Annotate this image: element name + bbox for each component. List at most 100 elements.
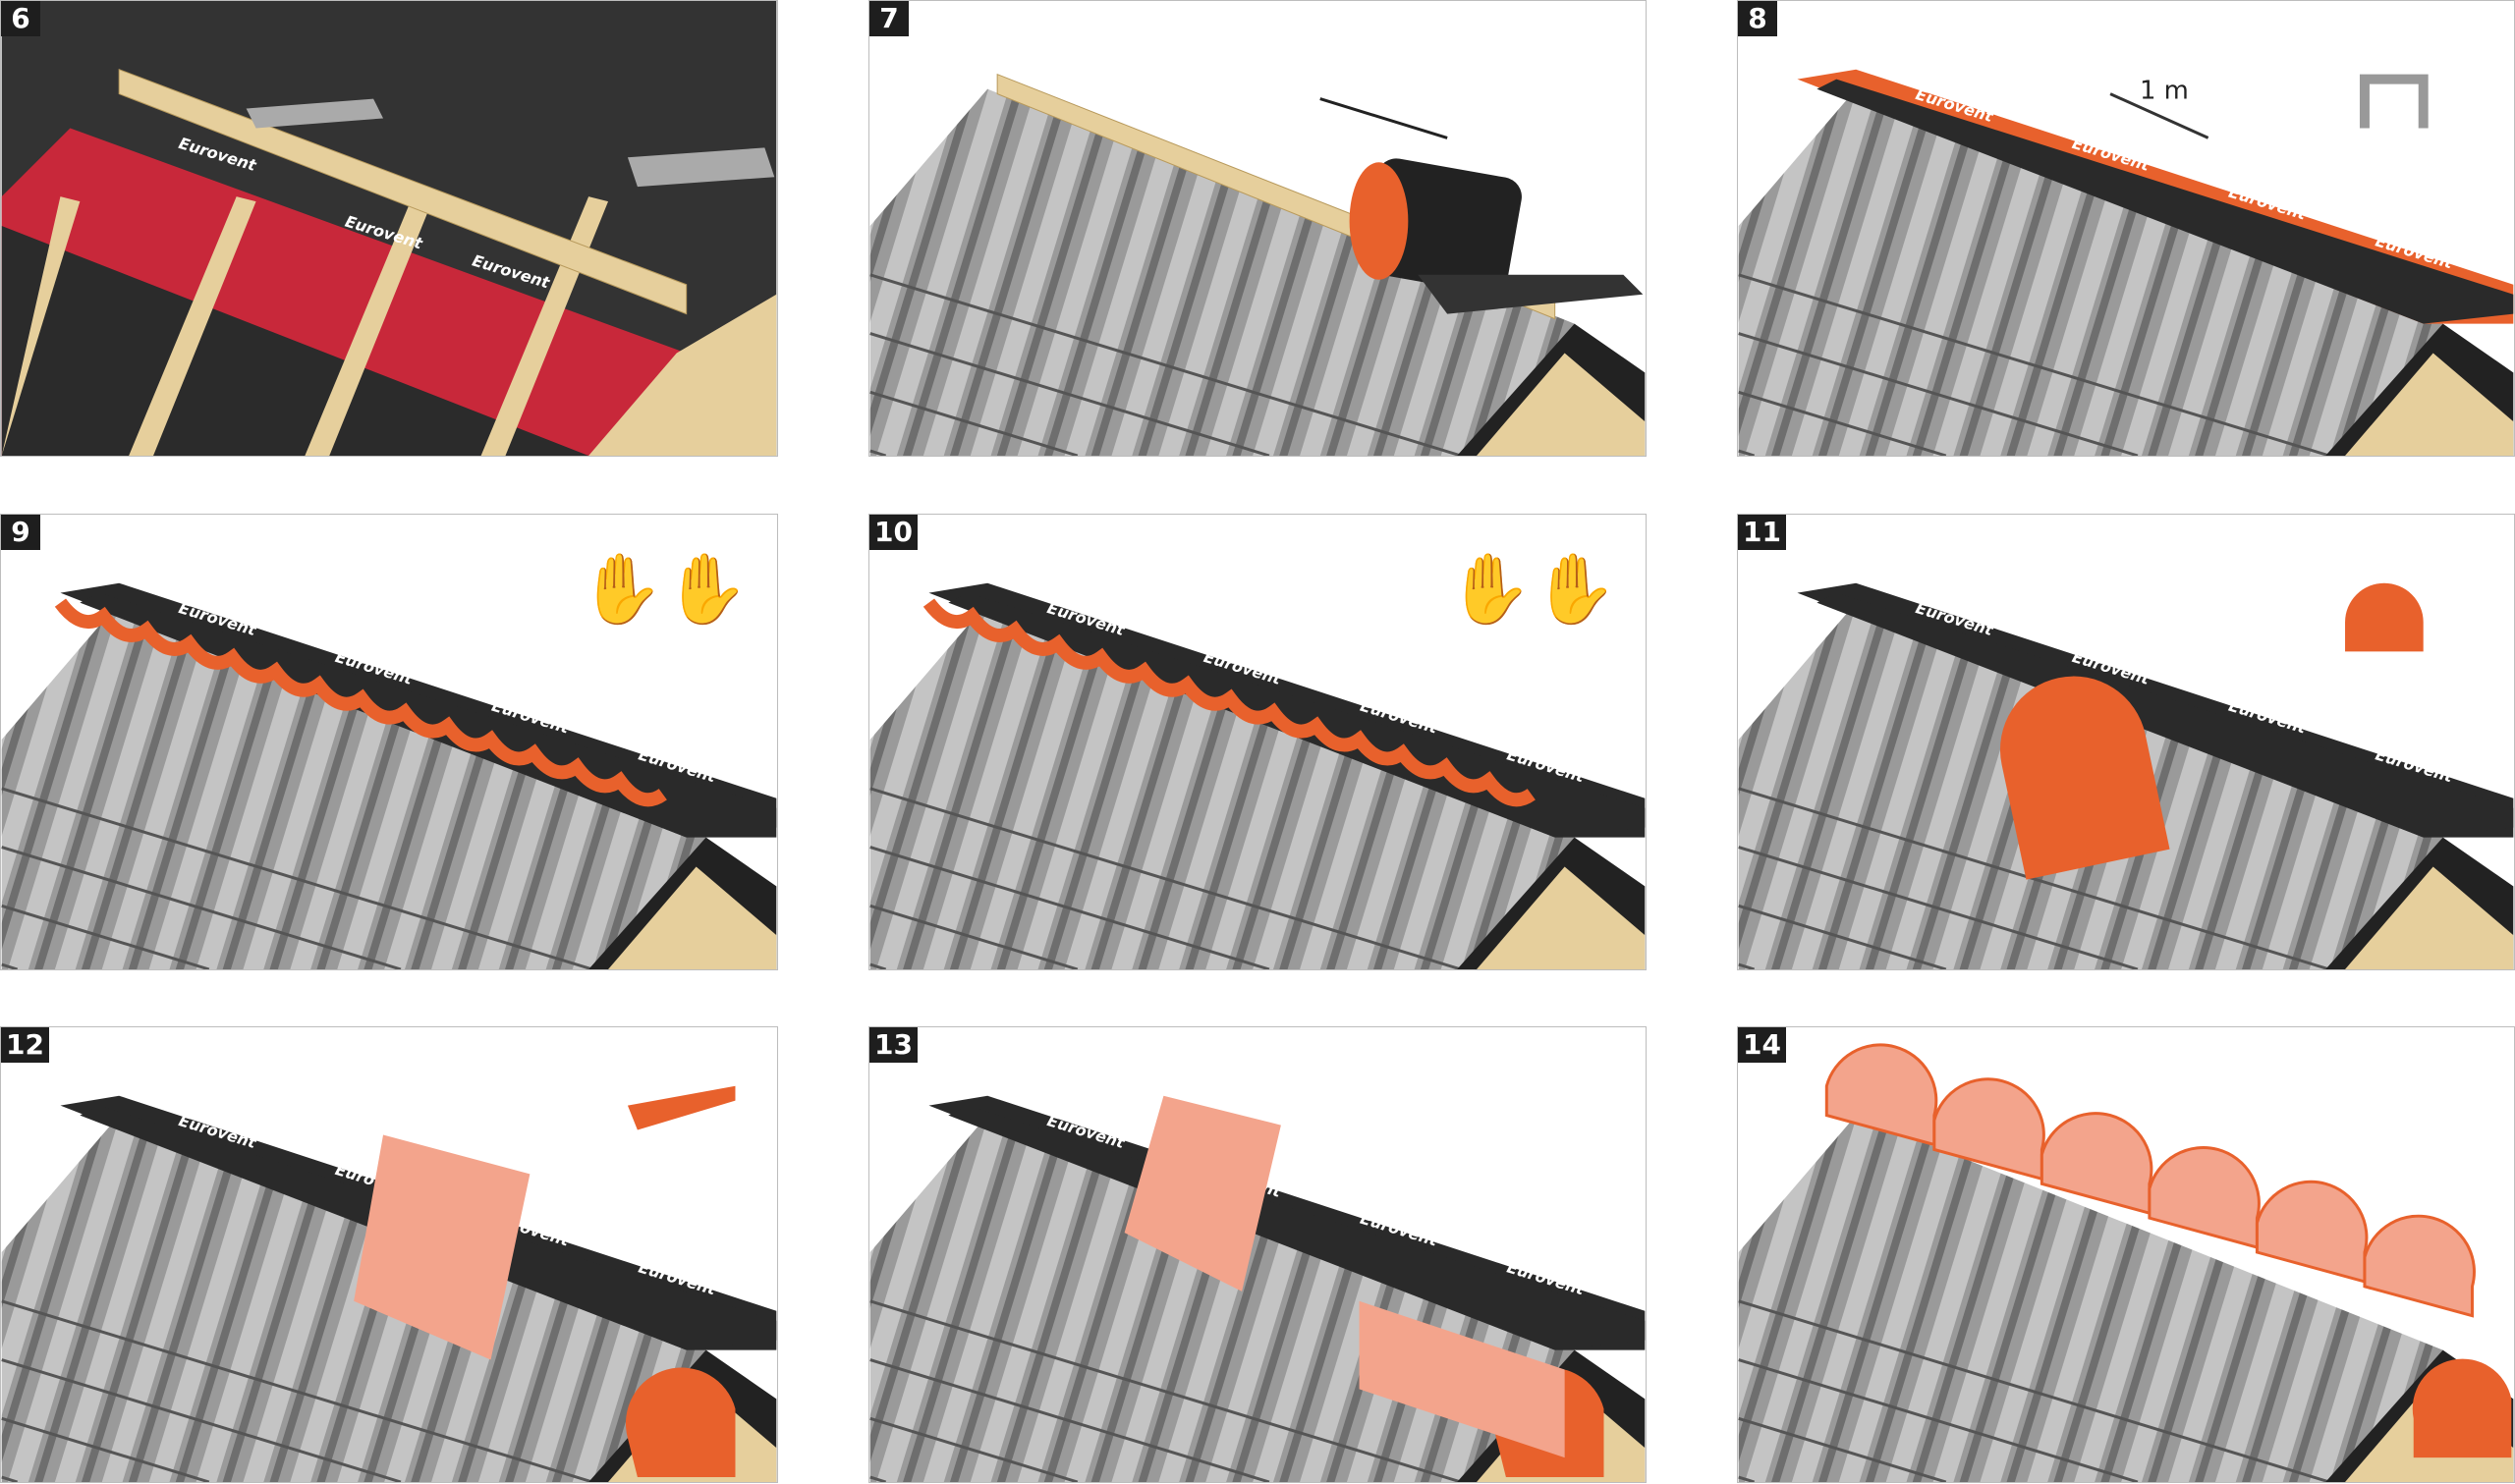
rafter xyxy=(129,196,256,456)
step-number: 8 xyxy=(1738,1,1777,36)
gable-wood xyxy=(2345,866,2514,969)
ridge-tile xyxy=(2255,1180,2369,1284)
ridge-tile xyxy=(2148,1145,2261,1249)
ridge-end-cap xyxy=(625,1367,736,1478)
direction-arrow xyxy=(1319,97,1448,139)
roof-tiles xyxy=(1,602,706,969)
ridge-tile xyxy=(1932,1077,2045,1182)
tile-course xyxy=(1,904,210,969)
loose-tile xyxy=(627,147,775,188)
tile-course xyxy=(869,1358,1270,1482)
tile-course xyxy=(869,273,1462,456)
ridge-end-cap xyxy=(2412,1358,2512,1458)
tile-course xyxy=(1,1416,210,1482)
rafter xyxy=(305,196,432,456)
ridge-tile xyxy=(2040,1112,2153,1216)
ridge-clip-icon xyxy=(627,1085,736,1130)
tile-course xyxy=(1738,390,1947,456)
tile-course xyxy=(1738,904,1947,969)
tile-course xyxy=(1738,273,2330,456)
step-panel-13: 13EuroventEuroventEuroventEurovent xyxy=(868,1026,1647,1483)
tile-course xyxy=(869,390,1079,456)
tile-course xyxy=(1738,1358,2139,1482)
roof-tiles xyxy=(869,88,1575,456)
tile-course xyxy=(869,449,887,456)
tile-course xyxy=(1738,1475,1756,1482)
gable-wood xyxy=(588,294,777,456)
step-panel-7: 7 xyxy=(868,0,1647,457)
tile-course xyxy=(1,1299,593,1482)
step-number: 9 xyxy=(1,515,40,550)
gloves-icon: ✋✋ xyxy=(579,550,750,630)
tile-course xyxy=(1738,846,2139,969)
membrane-center xyxy=(1816,79,2514,324)
black-membrane xyxy=(1,226,589,456)
roof-tiles xyxy=(869,602,1575,969)
tile-course xyxy=(869,332,1270,456)
roll-end xyxy=(1349,162,1409,280)
staple-icon xyxy=(2359,74,2429,129)
ridge-tile xyxy=(354,1134,531,1360)
membrane-center xyxy=(948,1105,1646,1350)
ridge-end-cap xyxy=(1999,676,2170,880)
tile-course xyxy=(1738,962,1756,969)
unrolled-membrane xyxy=(1418,274,1644,314)
tile-course xyxy=(1,962,19,969)
step-illustration xyxy=(869,73,1646,456)
distance-label: 1 m xyxy=(2140,77,2189,106)
tile-course xyxy=(869,1475,887,1482)
ridge-tile xyxy=(1124,1095,1281,1292)
gable-wood xyxy=(1477,866,1646,969)
ridge-tile xyxy=(2363,1214,2476,1318)
ridge-tile xyxy=(1824,1043,1938,1147)
gloves-icon: ✋✋ xyxy=(1447,550,1618,630)
step-panel-14: 14 xyxy=(1737,1026,2515,1483)
tile-course xyxy=(1738,1299,2330,1482)
step-number: 12 xyxy=(1,1027,49,1063)
installed-ridge-tile xyxy=(1359,1300,1565,1458)
membrane-center xyxy=(948,592,1646,838)
roof-tiles xyxy=(1738,1115,2443,1482)
step-number: 11 xyxy=(1738,515,1786,550)
loose-tile xyxy=(246,98,384,129)
membrane-center xyxy=(1816,592,2514,838)
tile-course xyxy=(1738,332,2139,456)
orange-seal-strip xyxy=(922,598,1536,807)
gable-wood xyxy=(2345,353,2514,456)
orange-seal-strip xyxy=(54,598,667,807)
step-illustration xyxy=(1738,1043,2514,1482)
end-cap-icon xyxy=(2345,582,2424,652)
roof-tiles xyxy=(1,1115,706,1482)
tile-course xyxy=(1,1358,402,1482)
step-number: 10 xyxy=(869,515,918,550)
tile-course xyxy=(1,1475,19,1482)
rafter xyxy=(1,196,81,456)
step-number: 7 xyxy=(869,1,909,36)
gable-wood xyxy=(608,866,777,969)
gable-wood xyxy=(1477,353,1646,456)
tile-course xyxy=(869,1299,1462,1482)
tile-course xyxy=(1738,449,1756,456)
tile-course xyxy=(1,787,593,969)
membrane-center xyxy=(80,592,777,838)
tile-course xyxy=(1738,787,2330,969)
step-number: 13 xyxy=(869,1027,918,1063)
tile-course xyxy=(869,846,1270,969)
ridge-batten xyxy=(118,68,688,315)
tile-course xyxy=(869,904,1079,969)
tile-course xyxy=(869,1416,1079,1482)
step-number: 6 xyxy=(1,1,40,36)
